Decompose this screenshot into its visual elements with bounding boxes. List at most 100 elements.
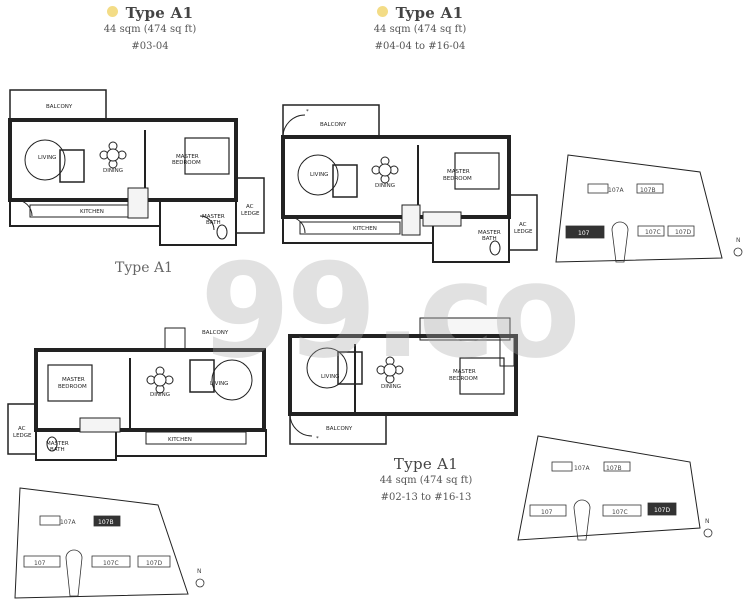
type-title: Type A1 <box>395 4 464 22</box>
block-label: 107B <box>606 465 622 472</box>
sofa <box>337 351 363 385</box>
room-label-bath-2: BATH <box>206 220 221 226</box>
area-text: 44 sqm (474 sq ft) <box>373 24 467 35</box>
room-label-ac: AC <box>519 222 527 228</box>
type-marker-icon <box>376 6 388 17</box>
room-label-kitchen: KITCHEN <box>353 226 377 232</box>
block-label: 107C <box>103 560 119 567</box>
room-label-dining: DINING <box>381 384 401 390</box>
ac-ledge <box>235 177 265 234</box>
dining-set-icon <box>371 156 399 184</box>
room-label-dining: DINING <box>103 168 123 174</box>
room-label-master: MASTER <box>447 169 470 175</box>
room-label-bath-2: BATH <box>482 236 497 242</box>
room-label-master: MASTER <box>176 154 199 160</box>
highlighted-block <box>647 502 677 516</box>
kitchen-wall <box>115 429 267 457</box>
keyplan-bottom-left <box>14 487 205 599</box>
bed <box>459 357 505 395</box>
block-label: 107C <box>645 229 661 236</box>
units-text: #03-04 <box>131 41 169 52</box>
block-label: 107 <box>578 230 590 237</box>
block-label: 107D <box>146 560 162 567</box>
block-label: 107B <box>98 519 114 526</box>
type-title: Type A1 <box>393 455 459 473</box>
room-label-living: LIVING <box>210 381 228 387</box>
room-label-living: LIVING <box>321 374 339 380</box>
balcony-area <box>282 104 380 138</box>
area-text: 44 sqm (474 sq ft) <box>379 475 473 486</box>
room-label-balcony: BALCONY <box>46 104 73 110</box>
north-label: N <box>197 568 202 575</box>
room-label-bath-1: MASTER <box>202 214 225 220</box>
compass-icon <box>703 528 713 538</box>
room-label-living: LIVING <box>310 172 328 178</box>
room-label-ledge: LEDGE <box>514 229 533 235</box>
room-label-master: MASTER <box>453 369 476 375</box>
room-label-balcony: BALCONY <box>202 330 229 336</box>
bed <box>454 152 500 190</box>
bed <box>184 137 230 175</box>
room-label-bedroom: BEDROOM <box>58 384 87 390</box>
room-label-ac: AC <box>246 204 254 210</box>
room-label-dining: DINING <box>150 392 170 398</box>
block-label: 107A <box>574 465 590 472</box>
watermark: 99.co <box>200 235 581 387</box>
header-top-right: Type A1 44 sqm (474 sq ft) #04-04 to #16… <box>350 4 490 52</box>
floorplan-bottom-left <box>7 327 267 461</box>
header-bottom-right: Type A1 44 sqm (474 sq ft) #02-13 to #16… <box>356 455 496 503</box>
sofa <box>59 149 85 183</box>
block-label: 107D <box>675 229 691 236</box>
star-mark: * <box>316 436 319 442</box>
dining-set-icon <box>146 366 174 394</box>
block-label: 107B <box>640 187 656 194</box>
room-label-dining: DINING <box>375 183 395 189</box>
units-text: #04-04 to #16-04 <box>374 41 466 52</box>
type-marker-icon <box>106 6 118 17</box>
room-label-kitchen: KITCHEN <box>168 437 192 443</box>
room-label-bath-2: BATH <box>50 447 65 453</box>
room-label-kitchen: KITCHEN <box>80 209 104 215</box>
compass-icon <box>195 578 205 588</box>
room-label-ac: AC <box>18 426 26 432</box>
bed <box>47 364 93 402</box>
star-mark: * <box>306 109 309 115</box>
compass-icon <box>733 247 743 257</box>
room-label-balcony: BALCONY <box>320 122 347 128</box>
block-label: 107A <box>60 519 76 526</box>
block-label: 107D <box>654 507 670 514</box>
room-label-bath-1: MASTER <box>46 441 69 447</box>
block-label: 107 <box>34 560 46 567</box>
room-label-bedroom: BEDROOM <box>449 376 478 382</box>
dining-set-icon <box>99 141 127 169</box>
outer-wall <box>288 334 518 416</box>
north-label: N <box>736 237 741 244</box>
units-text: #02-13 to #16-13 <box>380 492 472 503</box>
north-label: N <box>705 518 710 525</box>
ac-ledge <box>7 403 37 455</box>
floorplan-top-left <box>8 89 265 246</box>
highlighted-block <box>93 515 121 527</box>
sofa <box>332 164 358 198</box>
keyplan-top-right <box>555 154 743 263</box>
block-label: 107C <box>612 509 628 516</box>
keyplan-bottom-right <box>517 435 713 541</box>
room-label-master: MASTER <box>62 377 85 383</box>
floorplan-top-right <box>281 104 538 263</box>
room-label-bedroom: BEDROOM <box>443 176 472 182</box>
area-text: 44 sqm (474 sq ft) <box>103 24 197 35</box>
balcony-area <box>289 413 387 445</box>
room-label-ledge: LEDGE <box>241 211 260 217</box>
ac-ledge <box>508 194 538 251</box>
room-label-living: LIVING <box>38 155 56 161</box>
room-label-ledge: LEDGE <box>13 433 32 439</box>
floorplan-bottom-right <box>288 317 518 445</box>
header-top-left: Type A1 44 sqm (474 sq ft) #03-04 <box>80 4 220 52</box>
type-title: Type A1 <box>125 4 194 22</box>
ghost-type-label: Type A1 <box>115 260 173 276</box>
block-label: 107 <box>541 509 553 516</box>
block-label: 107A <box>608 187 624 194</box>
room-label-bath-1: MASTER <box>478 230 501 236</box>
room-label-bedroom: BEDROOM <box>172 160 201 166</box>
